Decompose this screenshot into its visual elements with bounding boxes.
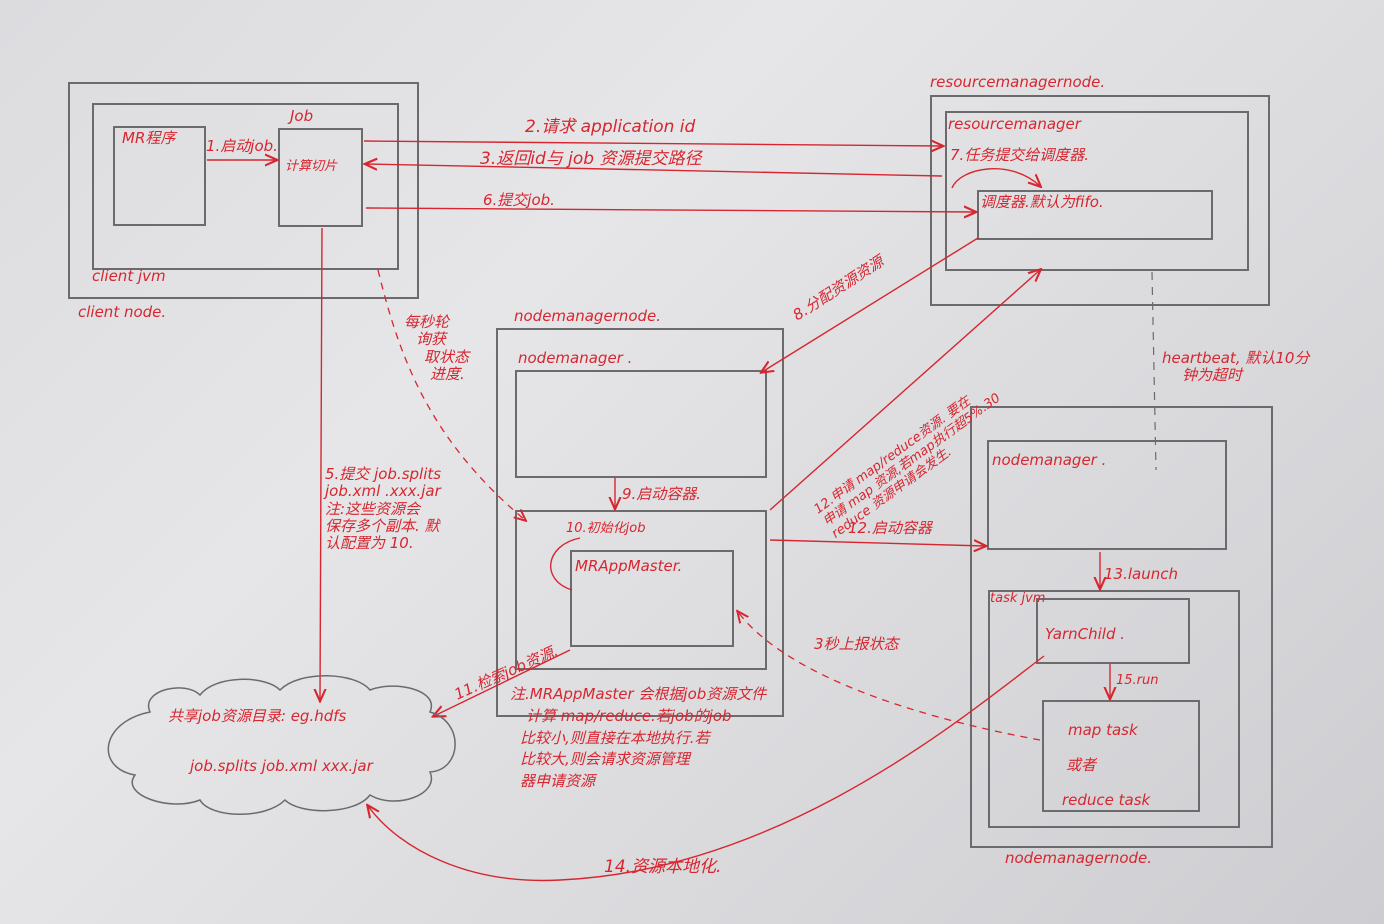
arrow-apply bbox=[769, 270, 1040, 511]
resourcemanager-box bbox=[945, 111, 1249, 271]
note-line-3: 比较小,则直接在本地执行.若 bbox=[520, 728, 710, 747]
progress-line-4: 进度. bbox=[430, 364, 465, 383]
shared-dir-label: 共享job资源目录: eg.hdfs bbox=[168, 707, 347, 725]
step-1-label: 1.启动job. bbox=[206, 137, 278, 155]
shared-files-label: job.splits job.xml xxx.jar bbox=[190, 757, 373, 775]
task-box bbox=[1042, 700, 1200, 812]
nodemanager-node-2-box bbox=[970, 406, 1273, 848]
step-5-label: 5.提交 job.splits job.xml .xxx.jar 注:这些资源会… bbox=[325, 465, 442, 552]
step-13-label: 13.launch bbox=[1104, 565, 1178, 583]
note-line-1: 注.MRAppMaster 会根据job资源文件 bbox=[510, 685, 767, 703]
scheduler-label: 调度器.默认为fifo. bbox=[980, 193, 1104, 211]
progress-line-2: 询获 bbox=[416, 330, 447, 349]
step-2-label: 2.请求 application id bbox=[525, 117, 696, 137]
arrow-progress-poll bbox=[377, 269, 525, 520]
arrow-return-id bbox=[366, 164, 943, 177]
nodemanager-1-label: nodemanager . bbox=[518, 349, 633, 367]
step-5-line-2: job.xml .xxx.jar bbox=[325, 482, 441, 501]
client-node-label: client node. bbox=[78, 303, 167, 321]
resourcemanager-node-box bbox=[930, 95, 1270, 306]
mr-program-box bbox=[113, 126, 206, 226]
heartbeat-line bbox=[1151, 271, 1157, 471]
arrow-allocate bbox=[762, 237, 979, 372]
step-10-label: 10.初始化job bbox=[566, 521, 646, 536]
step-14-label: 14.资源本地化. bbox=[604, 857, 722, 877]
mrappmaster-note: 注.MRAppMaster 会根据job资源文件 计算 map/reduce.若… bbox=[510, 684, 766, 793]
shared-dir-cloud bbox=[107, 675, 456, 815]
step-3-label: 3.返回id与 job 资源提交路径 bbox=[480, 149, 702, 169]
step-6-label: 6.提交job. bbox=[483, 191, 555, 209]
step-12-start-label: 12.启动容器 bbox=[848, 519, 932, 537]
job-label: Job bbox=[290, 107, 314, 125]
step-5-line-3: 注:这些资源会 bbox=[325, 499, 421, 518]
mrappmaster-label: MRAppMaster. bbox=[575, 557, 683, 575]
nodemanager-node-2-label: nodemanagernode. bbox=[1005, 849, 1153, 867]
note-line-4: 比较大,则会请求资源管理 bbox=[520, 750, 690, 769]
nodemanager-node-1-box bbox=[496, 328, 784, 717]
step-5-line-4: 保存多个副本. 默 bbox=[325, 516, 440, 535]
arrow-localize bbox=[368, 655, 1045, 882]
heartbeat-line-1: heartbeat, 默认10分 bbox=[1162, 349, 1310, 367]
step-5-line-5: 认配置为 10. bbox=[325, 534, 414, 552]
or-label: 或者 bbox=[1066, 756, 1097, 774]
nodemanager-2-label: nodemanager . bbox=[992, 451, 1107, 469]
nodemanager-node-1-label: nodemanagernode. bbox=[514, 307, 662, 325]
yarnchild-box bbox=[1036, 598, 1190, 664]
compute-split-label: 计算切片 bbox=[285, 159, 338, 174]
arrow-submit-resources bbox=[320, 227, 322, 700]
arrow-report-status bbox=[738, 612, 1041, 741]
map-task-label: map task bbox=[1068, 721, 1138, 739]
reduce-task-label: reduce task bbox=[1062, 791, 1151, 809]
arrow-to-scheduler bbox=[951, 168, 1040, 188]
nodemanager-1-box bbox=[515, 370, 767, 478]
step-9-label: 9.启动容器. bbox=[622, 485, 702, 503]
nodemanager-2-box bbox=[987, 440, 1227, 550]
task-jvm-label: task jvm bbox=[990, 591, 1046, 606]
progress-line-1: 每秒轮 bbox=[404, 313, 450, 331]
arrow-init-job bbox=[549, 537, 581, 591]
report-status-label: 3秒上报状态 bbox=[814, 635, 899, 653]
progress-poll-label: 每秒轮 询获 取状态 进度. bbox=[404, 313, 470, 383]
yarnchild-label: YarnChild . bbox=[1045, 625, 1126, 643]
arrow-retrieve bbox=[434, 649, 571, 716]
note-line-2: 计算 map/reduce.若job的job bbox=[526, 706, 732, 725]
arrow-start-container-2 bbox=[769, 540, 985, 546]
client-node-box bbox=[68, 82, 419, 299]
scheduler-box bbox=[977, 190, 1213, 240]
job-box bbox=[278, 128, 363, 227]
task-jvm-box bbox=[988, 590, 1240, 828]
note-line-5: 器申请资源 bbox=[520, 772, 596, 790]
step-5-line-1: 5.提交 job.splits bbox=[325, 465, 442, 483]
progress-line-3: 取状态 bbox=[424, 347, 470, 366]
client-jvm-label: client jvm bbox=[92, 267, 166, 285]
mrappmaster-box bbox=[570, 550, 734, 647]
resourcemanager-label: resourcemanager bbox=[948, 115, 1081, 133]
step-7-label: 7.任务提交给调度器. bbox=[950, 146, 1090, 164]
resourcemanager-node-label: resourcemanagernode. bbox=[930, 73, 1106, 91]
step-15-label: 15.run bbox=[1116, 673, 1159, 688]
mr-program-label: MR程序 bbox=[122, 129, 176, 147]
client-jvm-box bbox=[92, 103, 399, 270]
container-1-box bbox=[515, 510, 767, 670]
arrow-request-app-id bbox=[363, 141, 942, 146]
heartbeat-label: heartbeat, 默认10分 钟为超时 bbox=[1162, 349, 1310, 385]
arrow-submit-job bbox=[365, 208, 975, 212]
heartbeat-line-2: 钟为超时 bbox=[1182, 366, 1243, 385]
